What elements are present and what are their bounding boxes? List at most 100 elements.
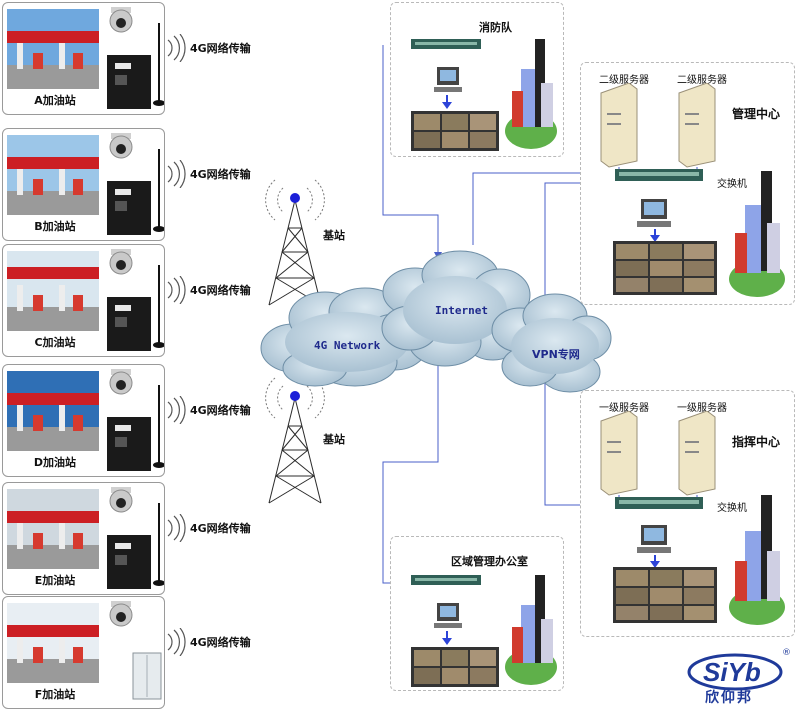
gas-station-label: D加油站: [33, 456, 77, 469]
base-station-label-2: 基站: [323, 433, 345, 446]
gas-station-card: E加油站: [2, 482, 165, 595]
wireless-signal-icon: [167, 160, 186, 188]
ptz-camera-icon: [109, 133, 133, 159]
dvr-box-icon: [107, 181, 151, 235]
gas-station-graphic: [7, 601, 162, 700]
command-center-title: 指挥中心: [732, 435, 781, 449]
switch-icon: [615, 169, 703, 181]
management-center-title: 管理中心: [732, 107, 781, 121]
wireless-signal-icon: [167, 396, 186, 424]
gas-station-card: B加油站: [2, 128, 165, 241]
command-server-label-2: 一级服务器: [677, 403, 727, 414]
gas-station-graphic: [7, 249, 164, 351]
antenna-icon: [153, 385, 164, 468]
server-icon: [600, 411, 638, 496]
buildings-icon: [505, 39, 557, 149]
district-office-title: 区域管理办公室: [451, 555, 528, 568]
gas-station-card: F加油站: [2, 596, 165, 709]
gas-station-label: C加油站: [34, 336, 76, 349]
cloud-vpn: [491, 293, 612, 393]
command-center-panel: 一级服务器 一级服务器 指挥中心 交换机: [580, 390, 795, 637]
antenna-icon: [153, 503, 164, 586]
fire-brigade-link: [382, 45, 439, 258]
switch-icon: [411, 575, 481, 585]
server-icon: [678, 83, 716, 168]
buildings-icon: [729, 171, 785, 297]
gas-station-graphic: [7, 133, 164, 235]
management-server-label-2: 二级服务器: [677, 75, 727, 86]
logo-brand-text: SiYb: [703, 657, 761, 687]
internet-to-management-link: [472, 172, 614, 245]
company-logo: SiYb 欣仰邦 ®: [683, 648, 793, 706]
district-office-panel: 区域管理办公室: [390, 536, 564, 691]
wireless-signal-icon: [167, 628, 186, 656]
fire-brigade-panel: 消防队: [390, 2, 564, 157]
gas-station-graphic: [7, 369, 164, 471]
transmission-label: 4G网络传输: [190, 404, 251, 417]
dvr-box-icon: [107, 297, 151, 351]
cloud-internet-label: Internet: [435, 304, 488, 317]
switch-icon: [411, 39, 481, 49]
base-station-label-1: 基站: [323, 229, 345, 242]
antenna-icon: [153, 149, 164, 232]
management-server-label-1: 二级服务器: [599, 75, 649, 86]
network-clouds: [260, 250, 612, 393]
logo-mark: SiYb: [687, 653, 783, 691]
dvr-box-icon: [107, 535, 151, 589]
antenna-icon: [153, 23, 164, 106]
ptz-camera-icon: [109, 487, 133, 513]
ptz-camera-icon: [109, 7, 133, 33]
antenna-icon: [153, 265, 164, 348]
wireless-signal-icon: [167, 276, 186, 304]
fire-brigade-title: 消防队: [479, 21, 512, 34]
computer-icon: [434, 603, 462, 628]
server-icon: [678, 411, 716, 496]
logo-name: 欣仰邦: [705, 690, 753, 706]
computer-icon: [637, 525, 671, 553]
transmission-label: 4G网络传输: [190, 42, 251, 55]
buildings-icon: [729, 495, 785, 625]
video-wall-icon: [613, 567, 717, 623]
command-equipment: [600, 411, 785, 625]
switch-icon: [615, 497, 703, 509]
cloud-vpn-label: VPN专网: [532, 348, 580, 361]
ptz-camera-icon: [109, 249, 133, 275]
base-station-tower-2: [265, 377, 325, 504]
management-switch-label: 交换机: [717, 179, 747, 190]
dvr-box-icon: [107, 55, 151, 109]
cloud-4g-label: 4G Network: [314, 339, 381, 352]
wireless-signal-icon: [167, 514, 186, 542]
computer-icon: [434, 67, 462, 92]
transmission-label: 4G网络传输: [190, 636, 251, 649]
wireless-signal-icon: [167, 34, 186, 62]
video-wall-icon: [411, 111, 499, 151]
video-wall-icon: [613, 241, 717, 295]
transmission-label: 4G网络传输: [190, 284, 251, 297]
cabinet-icon: [132, 652, 162, 700]
buildings-icon: [505, 575, 557, 685]
gas-station-label: E加油站: [34, 574, 76, 587]
command-server-label-1: 一级服务器: [599, 403, 649, 414]
gas-station-label: F加油站: [34, 688, 76, 701]
gas-station-label: B加油站: [34, 220, 76, 233]
dvr-box-icon: [107, 417, 151, 471]
command-switch-label: 交换机: [717, 503, 747, 514]
transmission-label: 4G网络传输: [190, 522, 251, 535]
fire-brigade-equipment: [411, 39, 557, 151]
ptz-camera-icon: [109, 369, 133, 395]
gas-station-graphic: [7, 7, 164, 109]
logo-registered-mark: ®: [782, 648, 791, 658]
ptz-camera-icon: [109, 601, 133, 627]
gas-station-card: C加油站: [2, 244, 165, 357]
management-equipment: [600, 83, 785, 297]
gas-station-card: A加油站: [2, 2, 165, 115]
gas-station-graphic: [7, 487, 164, 589]
computer-icon: [637, 199, 671, 227]
district-office-equipment: [411, 575, 557, 687]
server-icon: [600, 83, 638, 168]
gas-station-label: A加油站: [34, 94, 76, 107]
video-wall-icon: [411, 647, 499, 687]
gas-station-card: D加油站: [2, 364, 165, 477]
transmission-label: 4G网络传输: [190, 168, 251, 181]
management-center-panel: 二级服务器 二级服务器 管理中心 交换机: [580, 62, 795, 305]
